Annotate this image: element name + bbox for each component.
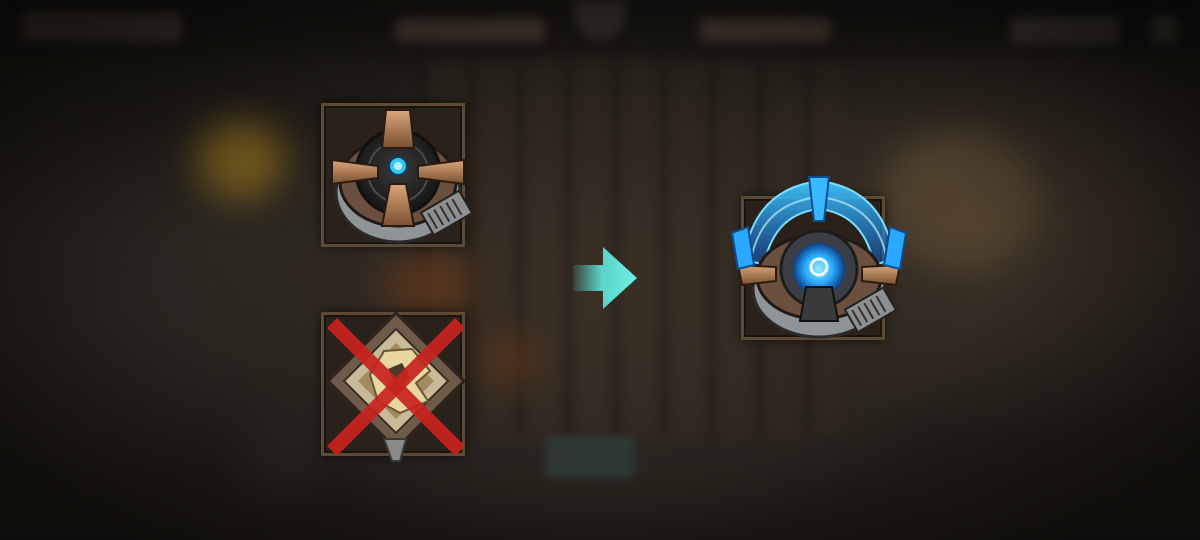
gear-module-icon xyxy=(331,109,474,244)
removed-cross-line xyxy=(327,318,465,456)
rune-slot xyxy=(321,310,467,462)
golden-rune-icon xyxy=(325,310,467,462)
glowing-gear-module-icon xyxy=(730,176,908,339)
right-arrow-icon xyxy=(573,247,637,309)
upgraded-module-slot xyxy=(730,176,908,340)
old-module-slot xyxy=(321,103,474,247)
